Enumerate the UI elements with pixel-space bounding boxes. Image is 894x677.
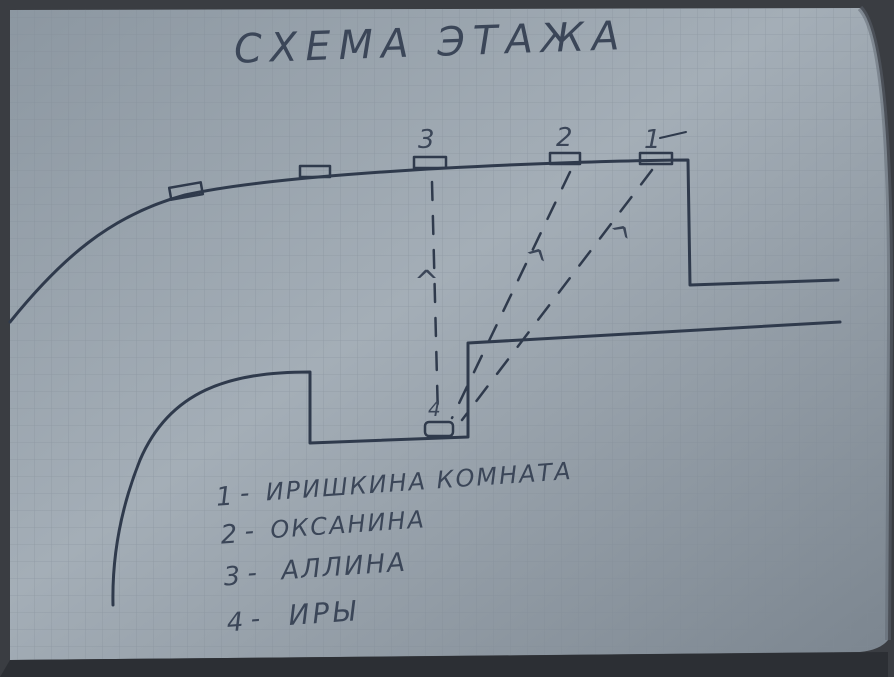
door-window-b [298, 164, 332, 179]
door-4 [423, 420, 455, 438]
legend-number: 3 [223, 561, 242, 592]
notebook-page [0, 5, 894, 677]
marker-label-3: 3 [418, 125, 435, 155]
door-1 [638, 151, 674, 166]
marker-label-4: 4 [428, 397, 441, 421]
outer-wall [8, 158, 840, 324]
floor-plan [8, 151, 842, 607]
legend-text: ИРЫ [287, 594, 359, 632]
path-to-2 [450, 170, 572, 420]
marker-1-tick [659, 131, 687, 139]
legend-number: 4 [226, 607, 245, 638]
inner-wall [111, 320, 842, 607]
legend-number: 1 [215, 482, 234, 513]
legend-item: 4 - ИРЫ [226, 594, 359, 638]
legend-separator: - [250, 604, 261, 635]
legend-number: 2 [220, 519, 239, 550]
door-2 [548, 151, 582, 166]
legend-separator: - [246, 558, 257, 589]
door-3 [412, 155, 448, 170]
arrow-icon: ^ [414, 265, 439, 300]
path-to-3 [430, 180, 440, 420]
door-window-a [167, 181, 205, 201]
marker-label-2: 2 [556, 123, 573, 153]
legend-separator: - [243, 516, 254, 547]
path-to-1 [460, 168, 654, 422]
marker-label-1: 1 [644, 125, 661, 155]
legend-separator: - [239, 479, 250, 510]
